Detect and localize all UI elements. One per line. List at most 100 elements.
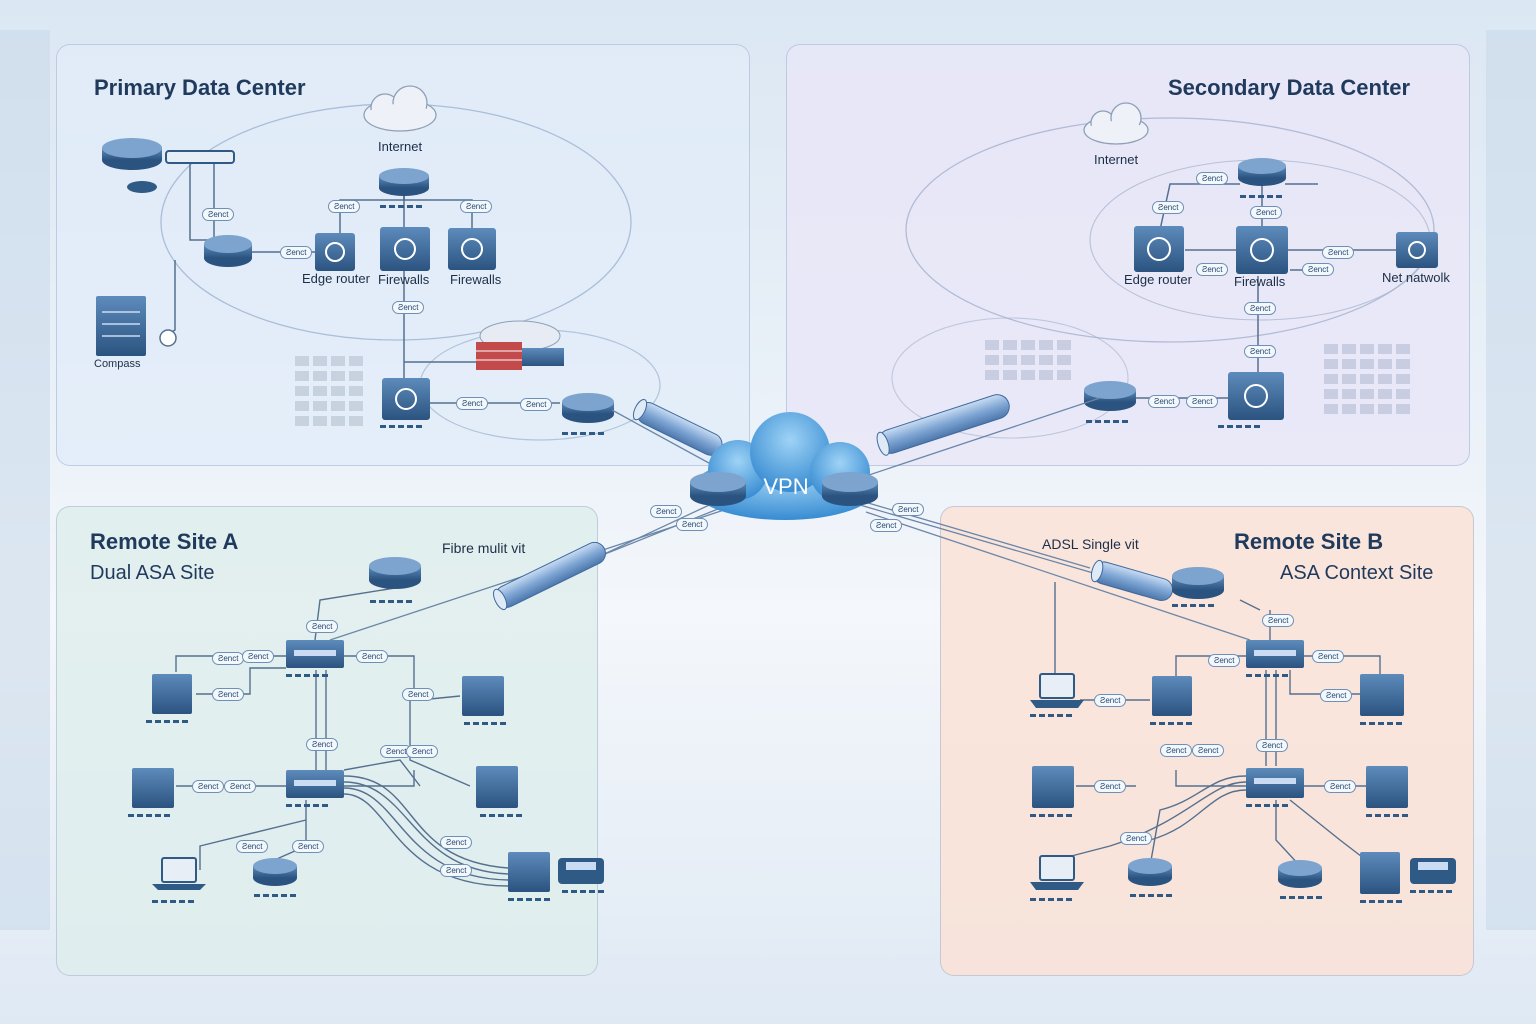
port-mark bbox=[1048, 898, 1054, 901]
port-mark bbox=[1039, 814, 1045, 817]
port-mark bbox=[1113, 420, 1119, 423]
link-tag: Ƨenct bbox=[520, 398, 553, 411]
port-mark bbox=[1384, 814, 1390, 817]
server-icon bbox=[476, 766, 518, 808]
port-mark bbox=[295, 804, 301, 807]
port-mark bbox=[491, 722, 497, 725]
link-tag: Ƨenct bbox=[1312, 650, 1345, 663]
site-a-title: Remote Site A bbox=[90, 529, 239, 554]
port-mark bbox=[1039, 714, 1045, 717]
port-mark bbox=[1240, 195, 1246, 198]
link-tag: Ƨenct bbox=[1208, 654, 1241, 667]
port-mark bbox=[1148, 894, 1154, 897]
port-mark bbox=[562, 890, 568, 893]
site-b-link-label: ADSL Single vit bbox=[1042, 536, 1139, 552]
port-mark bbox=[526, 898, 532, 901]
port-mark bbox=[1276, 195, 1282, 198]
port-mark bbox=[562, 432, 568, 435]
edge-router-icon bbox=[1134, 226, 1184, 272]
port-mark bbox=[1227, 425, 1233, 428]
link-tag: Ƨenct bbox=[280, 246, 313, 259]
port-mark bbox=[473, 722, 479, 725]
port-mark bbox=[1282, 804, 1288, 807]
port-mark bbox=[407, 205, 413, 208]
port-mark bbox=[263, 894, 269, 897]
firewalls-label: Firewalls bbox=[1234, 274, 1286, 289]
port-mark bbox=[1066, 898, 1072, 901]
port-mark bbox=[397, 600, 403, 603]
link-tag: Ƨenct bbox=[328, 200, 361, 213]
link-tag: Ƨenct bbox=[1094, 780, 1127, 793]
vpn-label: VPN bbox=[763, 474, 808, 499]
port-mark bbox=[286, 674, 292, 677]
port-mark bbox=[380, 205, 386, 208]
link-tag: Ƨenct bbox=[356, 650, 389, 663]
link-tag: Ƨenct bbox=[440, 836, 473, 849]
link-tag: Ƨenct bbox=[456, 397, 489, 410]
port-mark bbox=[155, 720, 161, 723]
port-mark bbox=[313, 674, 319, 677]
port-mark bbox=[589, 432, 595, 435]
port-mark bbox=[1048, 714, 1054, 717]
port-mark bbox=[146, 720, 152, 723]
internet-label: Internet bbox=[1094, 152, 1139, 167]
router-icon bbox=[1238, 158, 1286, 186]
router-icon bbox=[253, 858, 297, 886]
port-mark bbox=[146, 814, 152, 817]
link-tag: Ƨenct bbox=[460, 200, 493, 213]
router-icon bbox=[1084, 381, 1136, 411]
link-tag: Ƨenct bbox=[1244, 302, 1277, 315]
port-mark bbox=[164, 720, 170, 723]
port-mark bbox=[1289, 896, 1295, 899]
server-icon bbox=[152, 674, 192, 714]
port-mark bbox=[389, 425, 395, 428]
router-icon bbox=[562, 393, 614, 423]
port-mark bbox=[1419, 890, 1425, 893]
router-icon bbox=[822, 472, 878, 506]
firewall-icon bbox=[382, 378, 430, 420]
link-tag: Ƨenct bbox=[1302, 263, 1335, 276]
port-mark bbox=[254, 894, 260, 897]
port-mark bbox=[322, 674, 328, 677]
server-icon bbox=[96, 296, 146, 356]
site-a-subtitle: Dual ASA Site bbox=[90, 562, 215, 584]
link-tag: Ƨenct bbox=[1160, 744, 1193, 757]
port-mark bbox=[1048, 814, 1054, 817]
primary-dc-title: Primary Data Center bbox=[94, 75, 306, 100]
port-mark bbox=[1157, 894, 1163, 897]
port-mark bbox=[398, 205, 404, 208]
port-mark bbox=[1150, 722, 1156, 725]
link-tag: Ƨenct bbox=[392, 301, 425, 314]
phone-icon bbox=[558, 858, 604, 884]
port-mark bbox=[1057, 898, 1063, 901]
port-mark bbox=[370, 600, 376, 603]
link-tag: Ƨenct bbox=[306, 620, 339, 633]
port-mark bbox=[544, 898, 550, 901]
port-mark bbox=[580, 432, 586, 435]
link-tag: Ƨenct bbox=[650, 505, 683, 518]
link-tag: Ƨenct bbox=[236, 840, 269, 853]
port-mark bbox=[1264, 674, 1270, 677]
port-mark bbox=[406, 600, 412, 603]
port-mark bbox=[1258, 195, 1264, 198]
port-mark bbox=[589, 890, 595, 893]
port-mark bbox=[1057, 714, 1063, 717]
port-mark bbox=[1396, 900, 1402, 903]
port-mark bbox=[480, 814, 486, 817]
server-icon bbox=[1032, 766, 1074, 808]
link-tag: Ƨenct bbox=[892, 503, 925, 516]
port-mark bbox=[290, 894, 296, 897]
port-mark bbox=[1369, 900, 1375, 903]
link-tag: Ƨenct bbox=[1256, 739, 1289, 752]
vpn-tunnel bbox=[1090, 559, 1174, 602]
port-mark bbox=[1095, 420, 1101, 423]
router-icon bbox=[379, 168, 429, 196]
port-mark bbox=[389, 205, 395, 208]
port-mark bbox=[535, 898, 541, 901]
firewall-icon bbox=[1236, 226, 1288, 274]
port-mark bbox=[1172, 604, 1178, 607]
port-mark bbox=[498, 814, 504, 817]
port-mark bbox=[388, 600, 394, 603]
